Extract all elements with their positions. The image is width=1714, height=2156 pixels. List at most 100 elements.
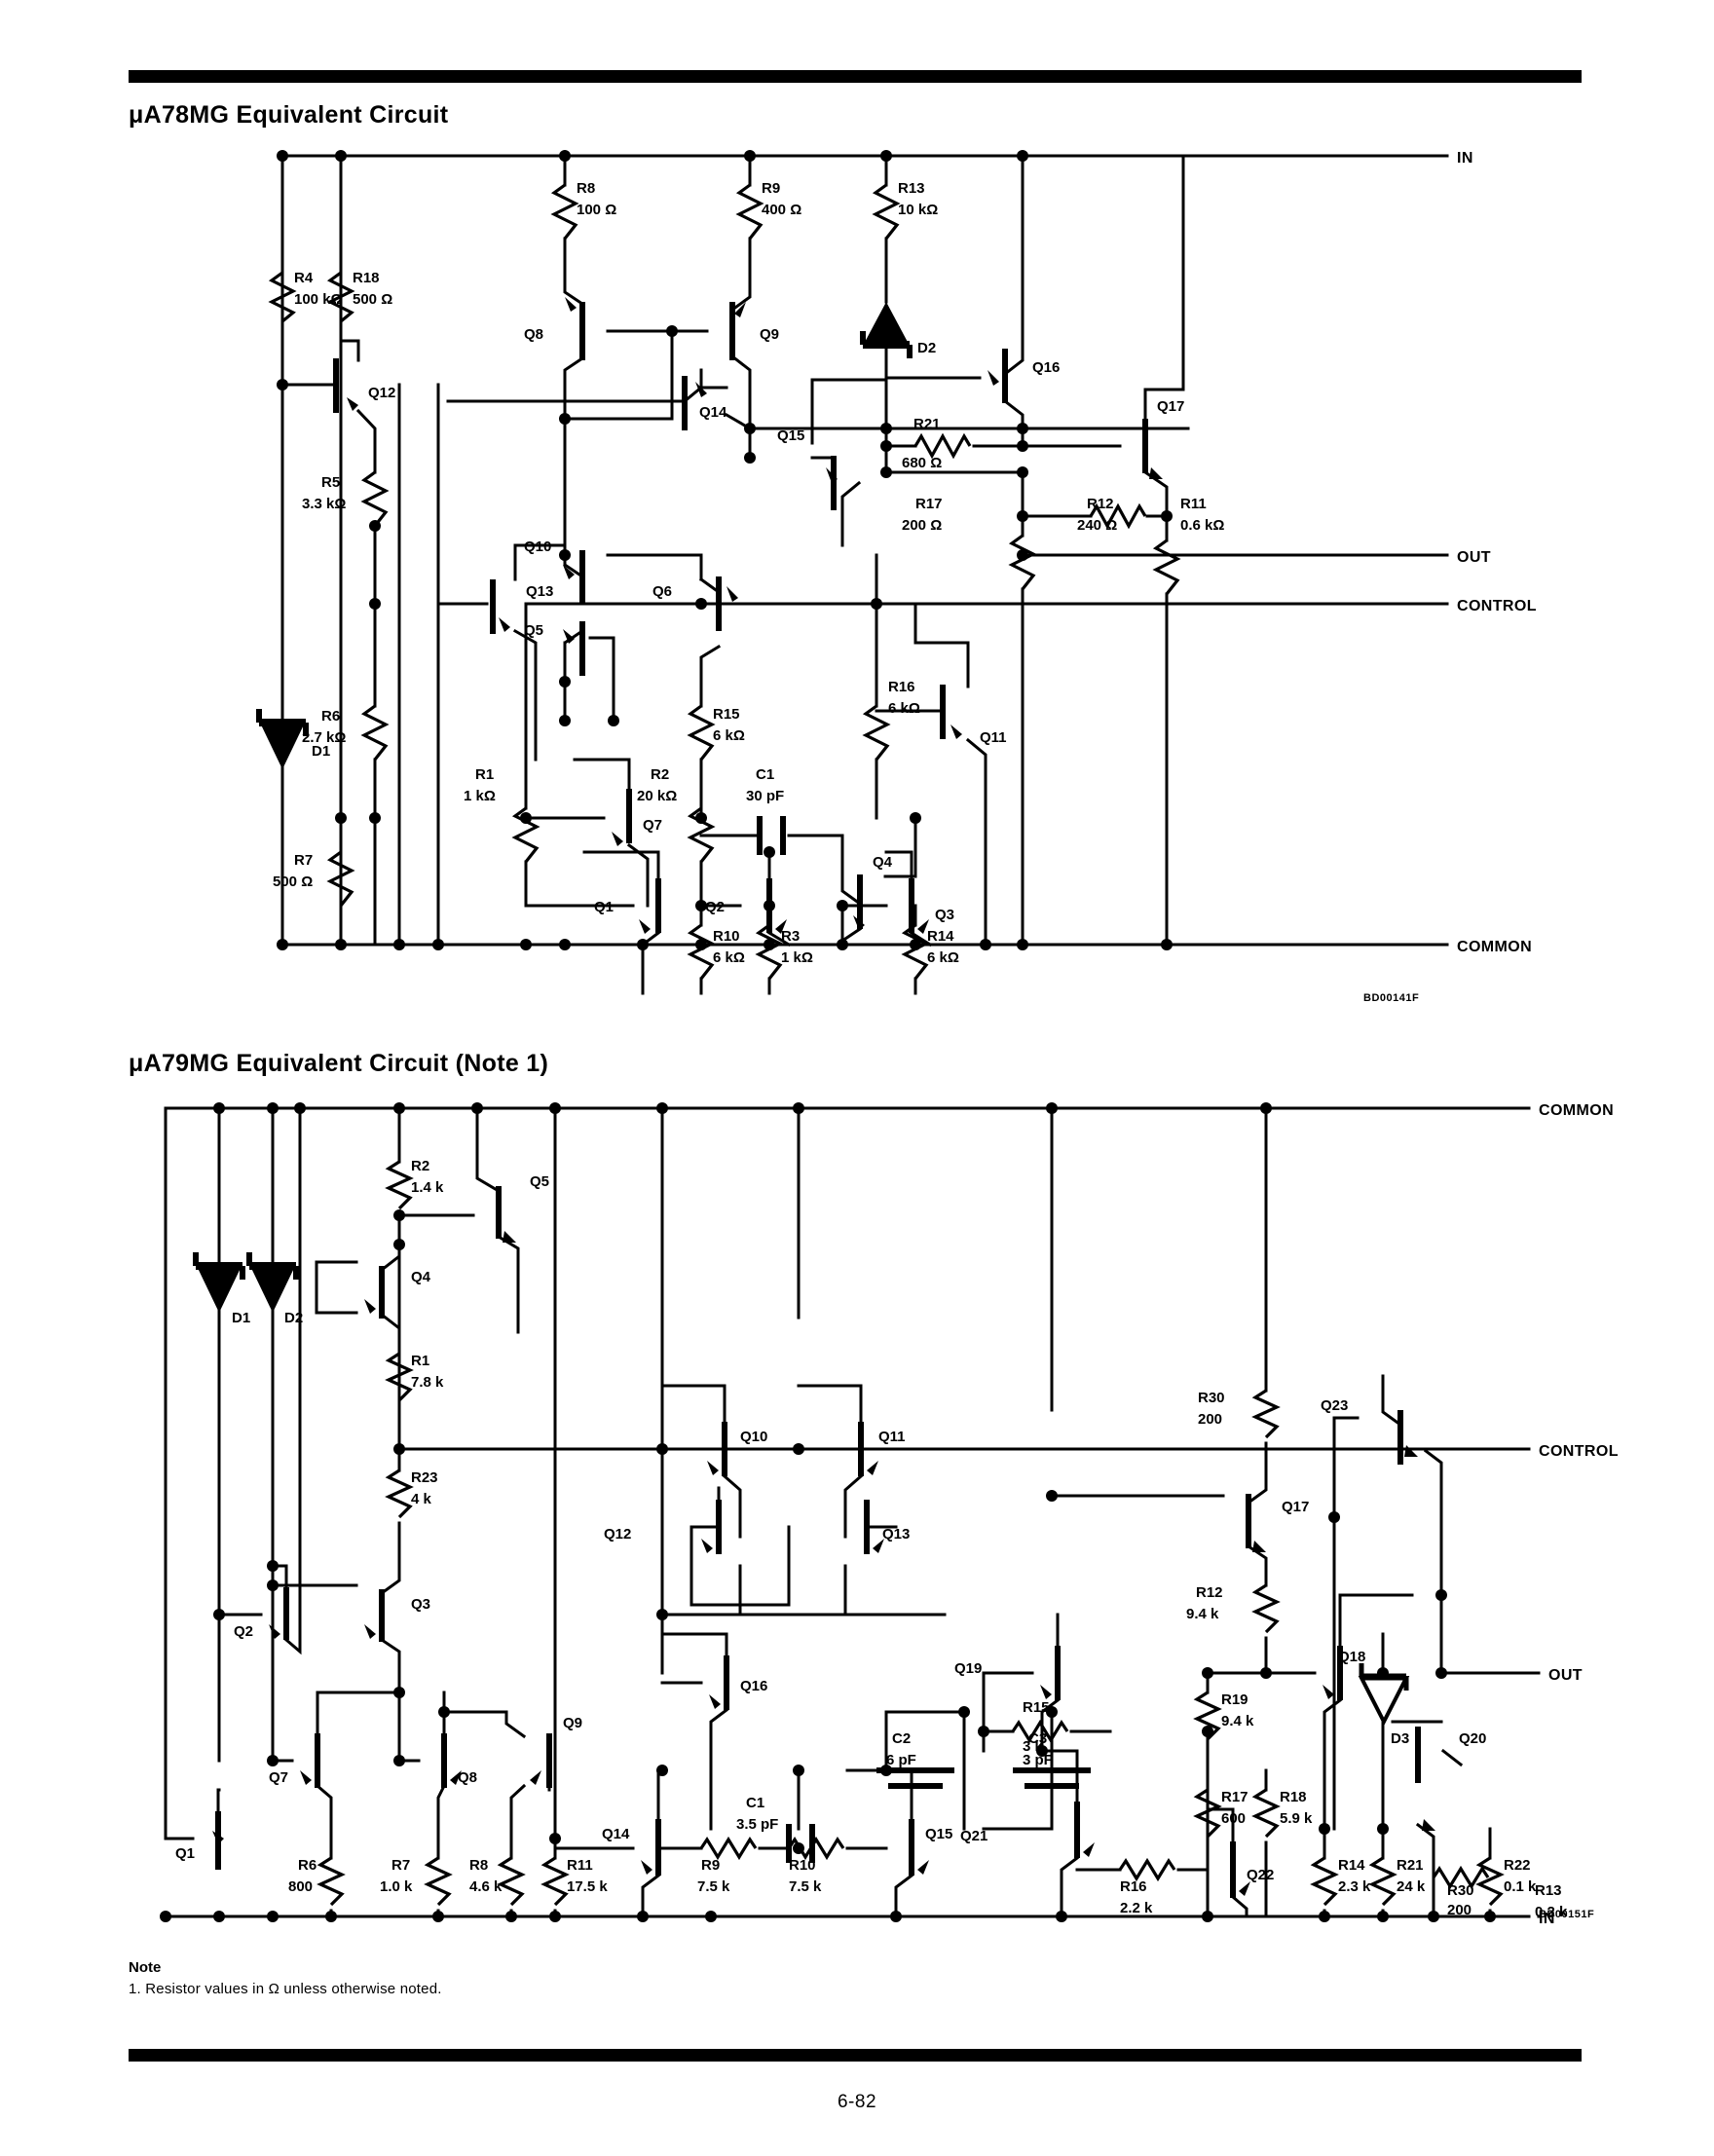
component-label-Q5: Q5 [524, 622, 543, 639]
component-label-Q1-79: Q1 [175, 1845, 195, 1862]
component-value-R11-79: 17.5 k [567, 1878, 608, 1895]
component-label-Q5-79: Q5 [530, 1173, 549, 1190]
component-label-R30-79: R30 [1447, 1882, 1474, 1899]
component-label-R14-79: R14 [1338, 1857, 1365, 1874]
component-label-R8-79: R8 [469, 1857, 488, 1874]
component-label-C1-79: C1 [746, 1795, 764, 1811]
component-label-R7-79: R7 [391, 1857, 410, 1874]
component-label-Q12: Q12 [368, 385, 395, 401]
component-label-Q12-79: Q12 [604, 1526, 631, 1543]
component-value-R22-79: 0.1 k [1504, 1878, 1537, 1895]
component-value-C3-79: 3 pF [1023, 1752, 1053, 1768]
component-label-C1: C1 [756, 766, 774, 783]
component-label-Q2: Q2 [705, 899, 725, 915]
component-label-R23-79: R30 [1198, 1390, 1225, 1406]
component-label-R21: R21 [913, 416, 941, 432]
component-label-D1-vis: D1 [312, 743, 330, 760]
component-label-Q17-79: Q17 [1282, 1499, 1309, 1515]
component-label-D2-79: D2 [284, 1310, 303, 1326]
component-label-Q1: Q1 [594, 899, 614, 915]
component-label-D1-79: D1 [232, 1310, 250, 1326]
schematic-79mg: R2 1.4 k Q5 Q4 R1 7.8 k R23 4 k Q3 Q2 D1… [117, 1089, 1619, 1927]
pin-label-OUT: OUT [1457, 549, 1491, 566]
component-value-R15-79: 3 k [1023, 1738, 1044, 1755]
component-value-R9-79: 7.5 k [697, 1878, 730, 1895]
component-value-R20-79: 4 k [411, 1491, 432, 1507]
component-label-R16: R16 [888, 679, 915, 695]
component-label-R13-79: R13 [1535, 1882, 1562, 1899]
component-label-R18-79: R18 [1280, 1789, 1307, 1805]
component-label-R11-79: R11 [567, 1857, 593, 1874]
component-label-Q3: Q3 [935, 907, 954, 923]
component-label-Q3-79: Q3 [411, 1596, 430, 1613]
component-label-R9-79: R9 [701, 1857, 720, 1874]
component-label-Q21-79: Q21 [960, 1828, 987, 1844]
component-label-Q8-79: Q8 [458, 1769, 477, 1786]
component-value-R5: 3.3 kΩ [302, 496, 346, 512]
component-label-R17: R17 [915, 496, 943, 512]
component-label-R10: R10 [713, 928, 740, 945]
component-label-R12-79: R12 [1196, 1584, 1223, 1601]
component-value-R13: 10 kΩ [898, 202, 938, 218]
component-label-R1: R1 [475, 766, 494, 783]
component-label-R7: R7 [294, 852, 313, 869]
component-label-R22-79: R22 [1504, 1857, 1531, 1874]
pin-label-CONTROL-79: CONTROL [1539, 1443, 1619, 1460]
component-label-Q4-79: Q4 [411, 1269, 431, 1285]
component-value-R3: 1 kΩ [781, 949, 813, 966]
section-title-78mg-prefix: μA78MG [129, 101, 230, 129]
component-value-R17-79: 600 [1221, 1810, 1246, 1827]
component-label-R14: R14 [927, 928, 954, 945]
pin-label-CONTROL: CONTROL [1457, 598, 1537, 614]
component-value-R6: 2.7 kΩ [302, 729, 346, 746]
component-value-R30-79: 200 [1447, 1902, 1472, 1918]
component-value-C1-79: 3.5 pF [736, 1816, 778, 1833]
component-value-R10: 6 kΩ [713, 949, 745, 966]
top-rule [129, 70, 1582, 83]
component-value-R6-79: 800 [288, 1878, 313, 1895]
component-label-Q10: Q10 [524, 539, 551, 555]
component-value-R7: 500 Ω [273, 874, 313, 890]
component-value-R16-79: 2.2 k [1120, 1900, 1153, 1916]
component-label-Q16-79: Q16 [740, 1678, 767, 1694]
figure-id-79mg: BD00151F [1539, 1909, 1595, 1920]
component-label-Q9: Q9 [760, 326, 779, 343]
section-title-79mg-main: Equivalent Circuit [229, 1050, 449, 1077]
component-label-Q10-79: Q10 [740, 1429, 767, 1445]
component-value-C2-79: 6 pF [886, 1752, 916, 1768]
component-label-Q18-79: Q18 [1338, 1649, 1365, 1665]
component-label-Q11: Q11 [980, 729, 1007, 746]
component-label-R17-79: R17 [1221, 1789, 1248, 1805]
component-label-R4: R4 [294, 270, 314, 286]
component-value-R8: 100 Ω [577, 202, 616, 218]
section-title-78mg-main: Equivalent Circuit [229, 101, 449, 129]
component-label-Q13-79: Q13 [882, 1526, 910, 1543]
component-value-R16: 6 kΩ [888, 700, 920, 717]
component-label-Q13: Q13 [526, 583, 553, 600]
component-value-R10-79: 7.5 k [789, 1878, 822, 1895]
figure-id-78mg: BD00141F [1363, 992, 1420, 1004]
component-value-R1: 1 kΩ [464, 788, 496, 804]
component-label-R3: R3 [781, 928, 800, 945]
component-label-Q14-79: Q14 [602, 1826, 630, 1842]
component-label-R10-79: R10 [789, 1857, 816, 1874]
component-value-R15: 6 kΩ [713, 727, 745, 744]
component-value-R21-79: 24 k [1397, 1878, 1426, 1895]
component-value-R14-79: 2.3 k [1338, 1878, 1371, 1895]
component-label-Q17: Q17 [1157, 398, 1184, 415]
component-value-C1: 30 pF [746, 788, 784, 804]
component-label-R2-79: R2 [411, 1158, 429, 1174]
component-label-Q8: Q8 [524, 326, 543, 343]
component-label-R12: R12 [1087, 496, 1114, 512]
component-value-R23-79: 200 [1198, 1411, 1222, 1428]
component-label-Q9-79: Q9 [563, 1715, 582, 1731]
component-label-R15-79: R15 [1023, 1699, 1050, 1716]
component-label-R9: R9 [762, 180, 780, 197]
component-label-R1-79: R1 [411, 1353, 429, 1369]
component-label-Q6: Q6 [652, 583, 672, 600]
schematic-78mg: R4 100 kΩ R18 500 Ω Q12 R5 3.3 kΩ R6 2.7… [117, 136, 1597, 995]
component-label-Q4: Q4 [873, 854, 893, 871]
component-value-R11: 0.6 kΩ [1180, 517, 1224, 534]
component-value-R9: 400 Ω [762, 202, 801, 218]
